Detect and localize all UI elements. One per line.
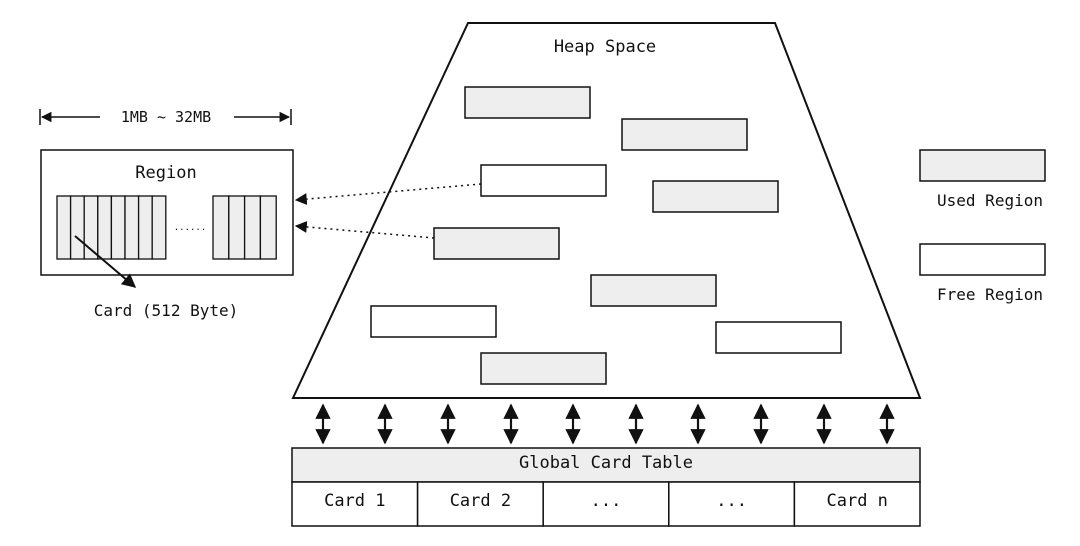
heap-regions [370,86,842,385]
card-cell [124,195,140,260]
card-pointer-arrow [74,235,137,288]
card-table-title: Global Card Table [519,453,693,473]
card-cell [212,195,230,260]
heap-region-used [590,274,717,307]
heap-cardtable-links [315,403,895,445]
card-size-label: Card (512 Byte) [94,301,239,320]
region-title: Region [135,163,196,183]
pointer-dotted-arrow [294,220,435,239]
card-table-cell [793,481,921,527]
card-table-cell-label: Card 1 [324,491,385,511]
heap-region-used [433,227,560,260]
card-cell [56,195,72,260]
card-cell [243,195,262,260]
card-table-header [291,447,921,483]
legend-free-label: Free Region [937,285,1043,304]
card-strips [56,195,277,260]
legend-used-swatch [919,149,1046,182]
region-size-dimension: 1MB ~ 32MB [39,108,292,126]
card-cell [137,195,153,260]
card-cell [259,195,277,260]
card-table-cell [668,481,796,527]
region-size-label: 1MB ~ 32MB [121,108,211,126]
card-table-cell [542,481,670,527]
heap-region-free [480,164,607,197]
card-cell [69,195,85,260]
card-table-cell-label: Card 2 [450,491,511,511]
pointer-dotted-arrow [294,183,482,206]
legend-free-swatch [919,243,1046,276]
card-cell [151,195,167,260]
legend-used-label: Used Region [937,191,1043,210]
heap-region-used [652,180,779,213]
card-table-cell-label: Card n [826,491,887,511]
heap-region-used [621,118,748,151]
card-table-cell [291,481,419,527]
card-table-cell-label: ... [716,491,747,511]
heap-region-used [464,86,591,119]
legend: Used Region Free Region [919,149,1046,304]
heap-region-free [715,321,842,354]
card-cell [228,195,246,260]
card-cell [97,195,113,260]
heap-region-free [370,305,497,338]
card-strip-ellipsis: ...... [174,223,207,233]
heap-space-trapezoid [291,22,922,399]
card-table-cell-label: ... [591,491,622,511]
card-table-row: Card 1 Card 2...... Card n [291,481,921,527]
card-table-cell [416,481,544,527]
card-cell [110,195,126,260]
heap-space-title: Heap Space [554,37,656,57]
heap-region-used [480,352,607,385]
